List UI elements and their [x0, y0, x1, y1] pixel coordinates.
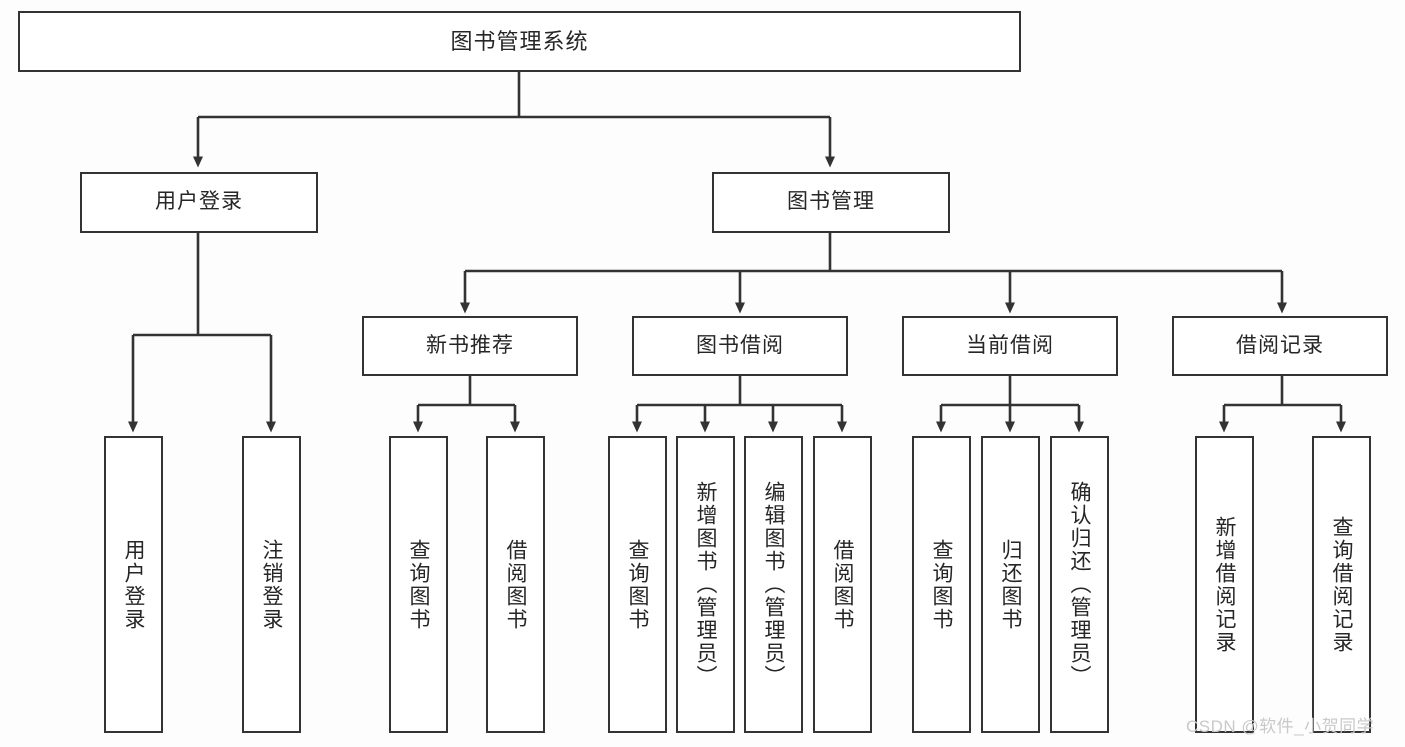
node-book-borrow[interactable]: 图书借阅 — [632, 316, 848, 376]
node-label: 确认归还（管理员） — [1068, 481, 1091, 688]
leaf-current-query-book[interactable]: 查询图书 — [912, 436, 971, 733]
node-label: 图书借阅 — [696, 333, 784, 357]
node-label: 编辑图书（管理员） — [762, 481, 785, 688]
node-label: 新书推荐 — [426, 333, 514, 357]
leaf-current-return-book[interactable]: 归还图书 — [981, 436, 1040, 733]
node-label: 借阅记录 — [1236, 333, 1324, 357]
node-user-login-module[interactable]: 用户登录 — [80, 172, 318, 233]
leaf-current-confirm-return-admin[interactable]: 确认归还（管理员） — [1050, 436, 1109, 733]
node-label: 图书管理系统 — [450, 28, 589, 54]
node-label: 归还图书 — [999, 538, 1022, 631]
leaf-recommend-query-book[interactable]: 查询图书 — [389, 436, 448, 733]
leaf-user-login[interactable]: 用户登录 — [104, 436, 163, 733]
leaf-borrow-query-book[interactable]: 查询图书 — [608, 436, 667, 733]
node-current-borrow[interactable]: 当前借阅 — [902, 316, 1118, 376]
node-root-system[interactable]: 图书管理系统 — [18, 11, 1021, 72]
leaf-user-logout[interactable]: 注销登录 — [242, 436, 301, 733]
node-label: 查询借阅记录 — [1330, 515, 1353, 654]
node-label: 当前借阅 — [966, 333, 1054, 357]
node-label: 查询图书 — [930, 538, 953, 631]
node-borrow-record[interactable]: 借阅记录 — [1172, 316, 1388, 376]
node-label: 用户登录 — [155, 190, 243, 214]
leaf-record-query-borrow-record[interactable]: 查询借阅记录 — [1312, 436, 1371, 733]
node-new-book-recommend[interactable]: 新书推荐 — [362, 316, 578, 376]
node-label: 借阅图书 — [504, 538, 527, 631]
node-book-management-module[interactable]: 图书管理 — [712, 172, 950, 233]
leaf-borrow-add-book-admin[interactable]: 新增图书（管理员） — [676, 436, 735, 733]
watermark: CSDN @软件_小贺同学 — [1186, 717, 1375, 736]
node-label: 新增借阅记录 — [1213, 515, 1236, 654]
leaf-borrow-edit-book-admin[interactable]: 编辑图书（管理员） — [744, 436, 803, 733]
node-label: 图书管理 — [787, 190, 875, 214]
node-label: 用户登录 — [122, 538, 145, 631]
leaf-recommend-borrow-book[interactable]: 借阅图书 — [486, 436, 545, 733]
node-label: 注销登录 — [260, 538, 283, 631]
node-label: 查询图书 — [407, 538, 430, 631]
leaf-record-add-borrow-record[interactable]: 新增借阅记录 — [1195, 436, 1254, 733]
leaf-borrow-borrow-book[interactable]: 借阅图书 — [813, 436, 872, 733]
node-label: 借阅图书 — [831, 538, 854, 631]
node-label: 新增图书（管理员） — [694, 481, 717, 688]
node-label: 查询图书 — [626, 538, 649, 631]
